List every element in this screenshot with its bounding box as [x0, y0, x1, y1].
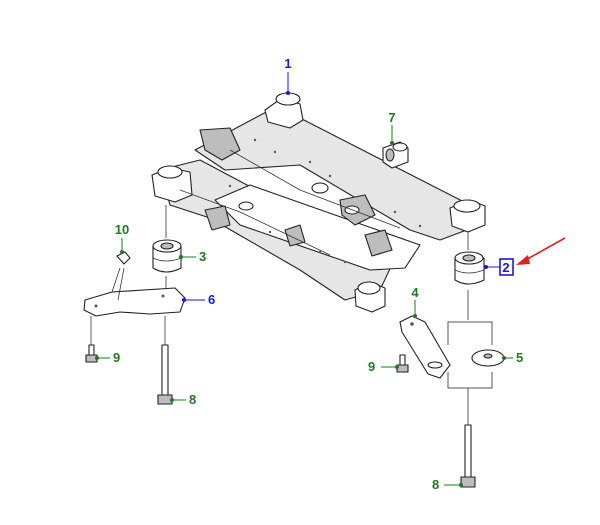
retaining-clip[interactable] — [116, 251, 131, 265]
callout-2[interactable]: 2 — [502, 260, 509, 275]
callout-1[interactable]: 1 — [284, 56, 291, 71]
long-bolt-left[interactable] — [157, 316, 173, 405]
selected-callout-highlight — [499, 258, 514, 276]
subframe-bushing-right[interactable] — [454, 251, 485, 285]
short-bolt-right[interactable] — [396, 354, 409, 373]
rear-subframe[interactable] — [151, 92, 486, 313]
short-bolt-left[interactable] — [85, 316, 98, 363]
callout-8-right[interactable]: 8 — [432, 477, 439, 492]
reinforcement-plate[interactable] — [83, 267, 186, 317]
callout-4[interactable]: 4 — [411, 285, 419, 300]
callout-9-left[interactable]: 9 — [113, 350, 120, 365]
assembly-group-outline — [447, 321, 493, 389]
subframe-bushing-left[interactable] — [152, 239, 182, 273]
washer-plate[interactable] — [471, 349, 505, 367]
callout-10[interactable]: 10 — [115, 222, 129, 237]
callout-8-left[interactable]: 8 — [189, 392, 196, 407]
callout-9-right[interactable]: 9 — [368, 359, 375, 374]
mount-bushing-7[interactable] — [382, 141, 409, 169]
callout-3[interactable]: 3 — [199, 249, 206, 264]
red-pointer-arrow — [516, 237, 566, 265]
callout-6[interactable]: 6 — [208, 292, 215, 307]
callout-7[interactable]: 7 — [388, 110, 395, 125]
callout-5[interactable]: 5 — [516, 350, 523, 365]
long-bolt-right[interactable] — [460, 424, 476, 488]
